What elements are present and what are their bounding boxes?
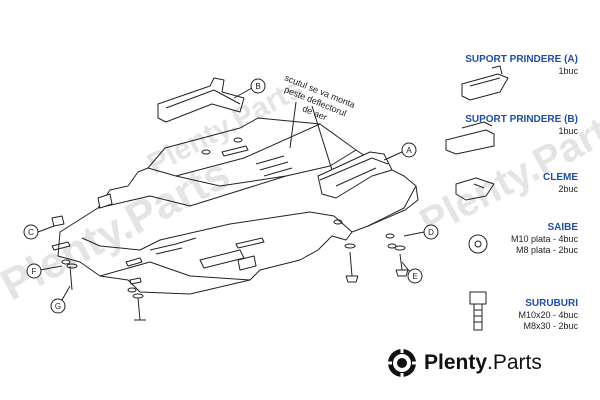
part-qty: 1buc bbox=[558, 126, 578, 136]
bracket-a-icon bbox=[461, 65, 509, 101]
part-title: SUPORT PRINDERE (A) bbox=[465, 54, 578, 65]
part-qty: M8x30 - 2buc bbox=[523, 321, 578, 331]
bolt-icon bbox=[469, 291, 487, 331]
part-saibe: SAIBE M10 plata - 4buc M8 plata - 2buc bbox=[418, 222, 578, 256]
callout-leader bbox=[37, 225, 55, 233]
plate-slot bbox=[199, 249, 245, 269]
clip bbox=[237, 255, 257, 271]
part-qty: M8 plata - 2buc bbox=[515, 245, 578, 255]
part-qty: 2buc bbox=[558, 184, 578, 194]
callout-leader bbox=[233, 87, 253, 99]
plate-slot bbox=[51, 241, 71, 251]
plate-fold-line bbox=[147, 123, 321, 177]
part-title: CLEME bbox=[543, 172, 578, 183]
bracket-a bbox=[317, 151, 393, 199]
callout-leader bbox=[403, 231, 425, 237]
callout-d: D bbox=[423, 224, 439, 240]
plate-fold-line bbox=[99, 261, 251, 281]
part-suport-a: SUPORT PRINDERE (A) 1buc bbox=[418, 54, 578, 77]
bolt bbox=[395, 253, 409, 277]
part-title: SAIBE bbox=[547, 222, 578, 233]
callout-label: E bbox=[412, 272, 417, 281]
bolt bbox=[69, 265, 73, 291]
mount-hole bbox=[127, 287, 137, 293]
bracket-b bbox=[157, 77, 245, 123]
bracket-b-icon bbox=[445, 121, 495, 155]
clip bbox=[97, 193, 113, 209]
note-leader bbox=[311, 105, 333, 171]
bolt bbox=[134, 297, 146, 321]
mount-hole bbox=[201, 149, 211, 155]
plate-fold-line bbox=[81, 211, 353, 251]
vent-louvre bbox=[255, 155, 293, 177]
brand-gear-icon bbox=[387, 348, 417, 378]
part-qty: M10 plata - 4buc bbox=[510, 234, 578, 244]
callout-label: G bbox=[55, 302, 61, 311]
callout-leader bbox=[39, 265, 63, 271]
callout-e: E bbox=[407, 268, 423, 284]
plate-fold-line bbox=[97, 175, 287, 209]
part-cleme: CLEME 2buc bbox=[418, 172, 578, 195]
part-title: SURUBURI bbox=[525, 298, 578, 309]
plate-slot bbox=[125, 257, 143, 267]
callout-leader bbox=[383, 151, 403, 161]
callout-g: G bbox=[50, 298, 66, 314]
plate-slot bbox=[235, 237, 265, 249]
vent-louvre bbox=[149, 243, 183, 255]
washer bbox=[394, 245, 406, 251]
clip bbox=[51, 215, 65, 227]
plate-slot bbox=[221, 145, 249, 157]
plate-fold-line bbox=[367, 185, 417, 227]
callout-leader bbox=[401, 261, 411, 273]
brand-name-bold: Plenty bbox=[424, 351, 488, 374]
bolt bbox=[345, 251, 359, 283]
callout-label: D bbox=[428, 228, 434, 237]
washer-icon bbox=[468, 234, 488, 254]
part-suport-b: SUPORT PRINDERE (B) 1buc bbox=[418, 114, 578, 137]
mount-hole bbox=[233, 137, 243, 143]
vent-louvre bbox=[175, 237, 197, 245]
washer bbox=[344, 243, 356, 249]
plate-slot bbox=[129, 277, 142, 285]
part-qty: 1buc bbox=[558, 66, 578, 76]
mount-hole bbox=[333, 219, 343, 225]
mounting-note: scutul se va monta peste deflectorul de … bbox=[283, 73, 357, 123]
washer bbox=[66, 263, 78, 269]
part-qty: M10x20 - 4buc bbox=[518, 310, 578, 320]
callout-c: C bbox=[23, 224, 39, 240]
callout-label: F bbox=[32, 267, 37, 276]
part-suruburi: SURUBURI M10x20 - 4buc M8x30 - 2buc bbox=[418, 298, 578, 332]
mount-hole bbox=[387, 243, 397, 249]
bracket-a bbox=[319, 157, 389, 187]
note-leader bbox=[289, 101, 297, 149]
brand-logo: Plenty.Parts bbox=[386, 347, 542, 379]
brand-name-rest: .Parts bbox=[487, 351, 542, 374]
bracket-b bbox=[165, 89, 241, 109]
callout-a: A bbox=[401, 142, 417, 158]
callout-f: F bbox=[26, 263, 42, 279]
mount-hole bbox=[61, 259, 71, 265]
part-title: SUPORT PRINDERE (B) bbox=[465, 114, 578, 125]
callout-label: B bbox=[255, 82, 260, 91]
clip-icon bbox=[455, 177, 495, 201]
callout-b: B bbox=[250, 78, 266, 94]
callout-label: C bbox=[28, 228, 34, 237]
skid-plate-outline bbox=[57, 117, 419, 295]
callout-leader bbox=[61, 285, 71, 301]
washer bbox=[132, 293, 144, 299]
washer-icon bbox=[474, 240, 482, 248]
callout-label: A bbox=[406, 146, 412, 155]
mount-hole bbox=[385, 233, 395, 239]
